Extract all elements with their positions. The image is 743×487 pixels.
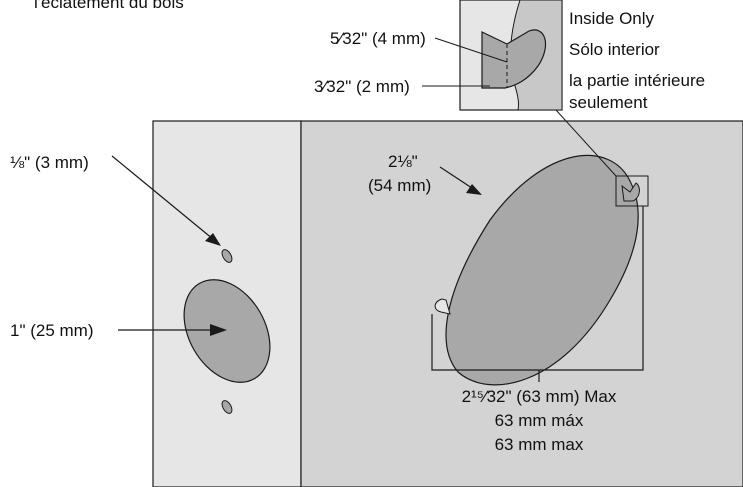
mortise-depth-pointer (434, 37, 508, 63)
inside-only-fr-2: seulement (569, 93, 648, 112)
inside-only-fr-1: la partie intérieure (569, 71, 705, 90)
latch-depth-label: 3⁄32" (2 mm) (314, 77, 410, 96)
max-dimension-label-en: 2¹⁵⁄32" (63 mm) Max (462, 387, 617, 406)
inset-leader-line (555, 109, 617, 177)
inset-notch-shape (481, 29, 547, 89)
through-hole-size-label: 1" (25 mm) (10, 321, 94, 340)
latch-notch-small (434, 298, 451, 315)
max-dimension-label-fr: 63 mm max (495, 435, 584, 454)
max-dimension-label-es: 63 mm máx (495, 411, 584, 430)
notch-detail-small (621, 182, 640, 202)
screw-hole-top (221, 249, 233, 263)
inside-only-es: Sólo interior (569, 40, 660, 59)
through-hole-arrowhead (210, 324, 227, 336)
detail-inset (459, 0, 563, 111)
bore-arrowhead (466, 184, 482, 195)
caption-fragment: l'éclatement du bois (34, 0, 184, 12)
screw-hole-size-label: ⅛" (3 mm) (10, 153, 89, 172)
inside-only-en: Inside Only (569, 9, 655, 28)
screw-hole-bottom (221, 400, 233, 414)
screw-hole-arrow (111, 155, 220, 245)
screw-hole-arrowhead (205, 233, 221, 246)
max-dimension-bracket (431, 206, 644, 371)
bore-size-label-1: 2⅛" (388, 152, 418, 171)
mortise-depth-label: 5⁄32" (4 mm) (330, 29, 426, 48)
bore-hole (445, 154, 639, 386)
notch-highlight-box (615, 175, 649, 207)
latch-through-hole (183, 279, 271, 383)
bore-size-label-2: (54 mm) (368, 176, 431, 195)
